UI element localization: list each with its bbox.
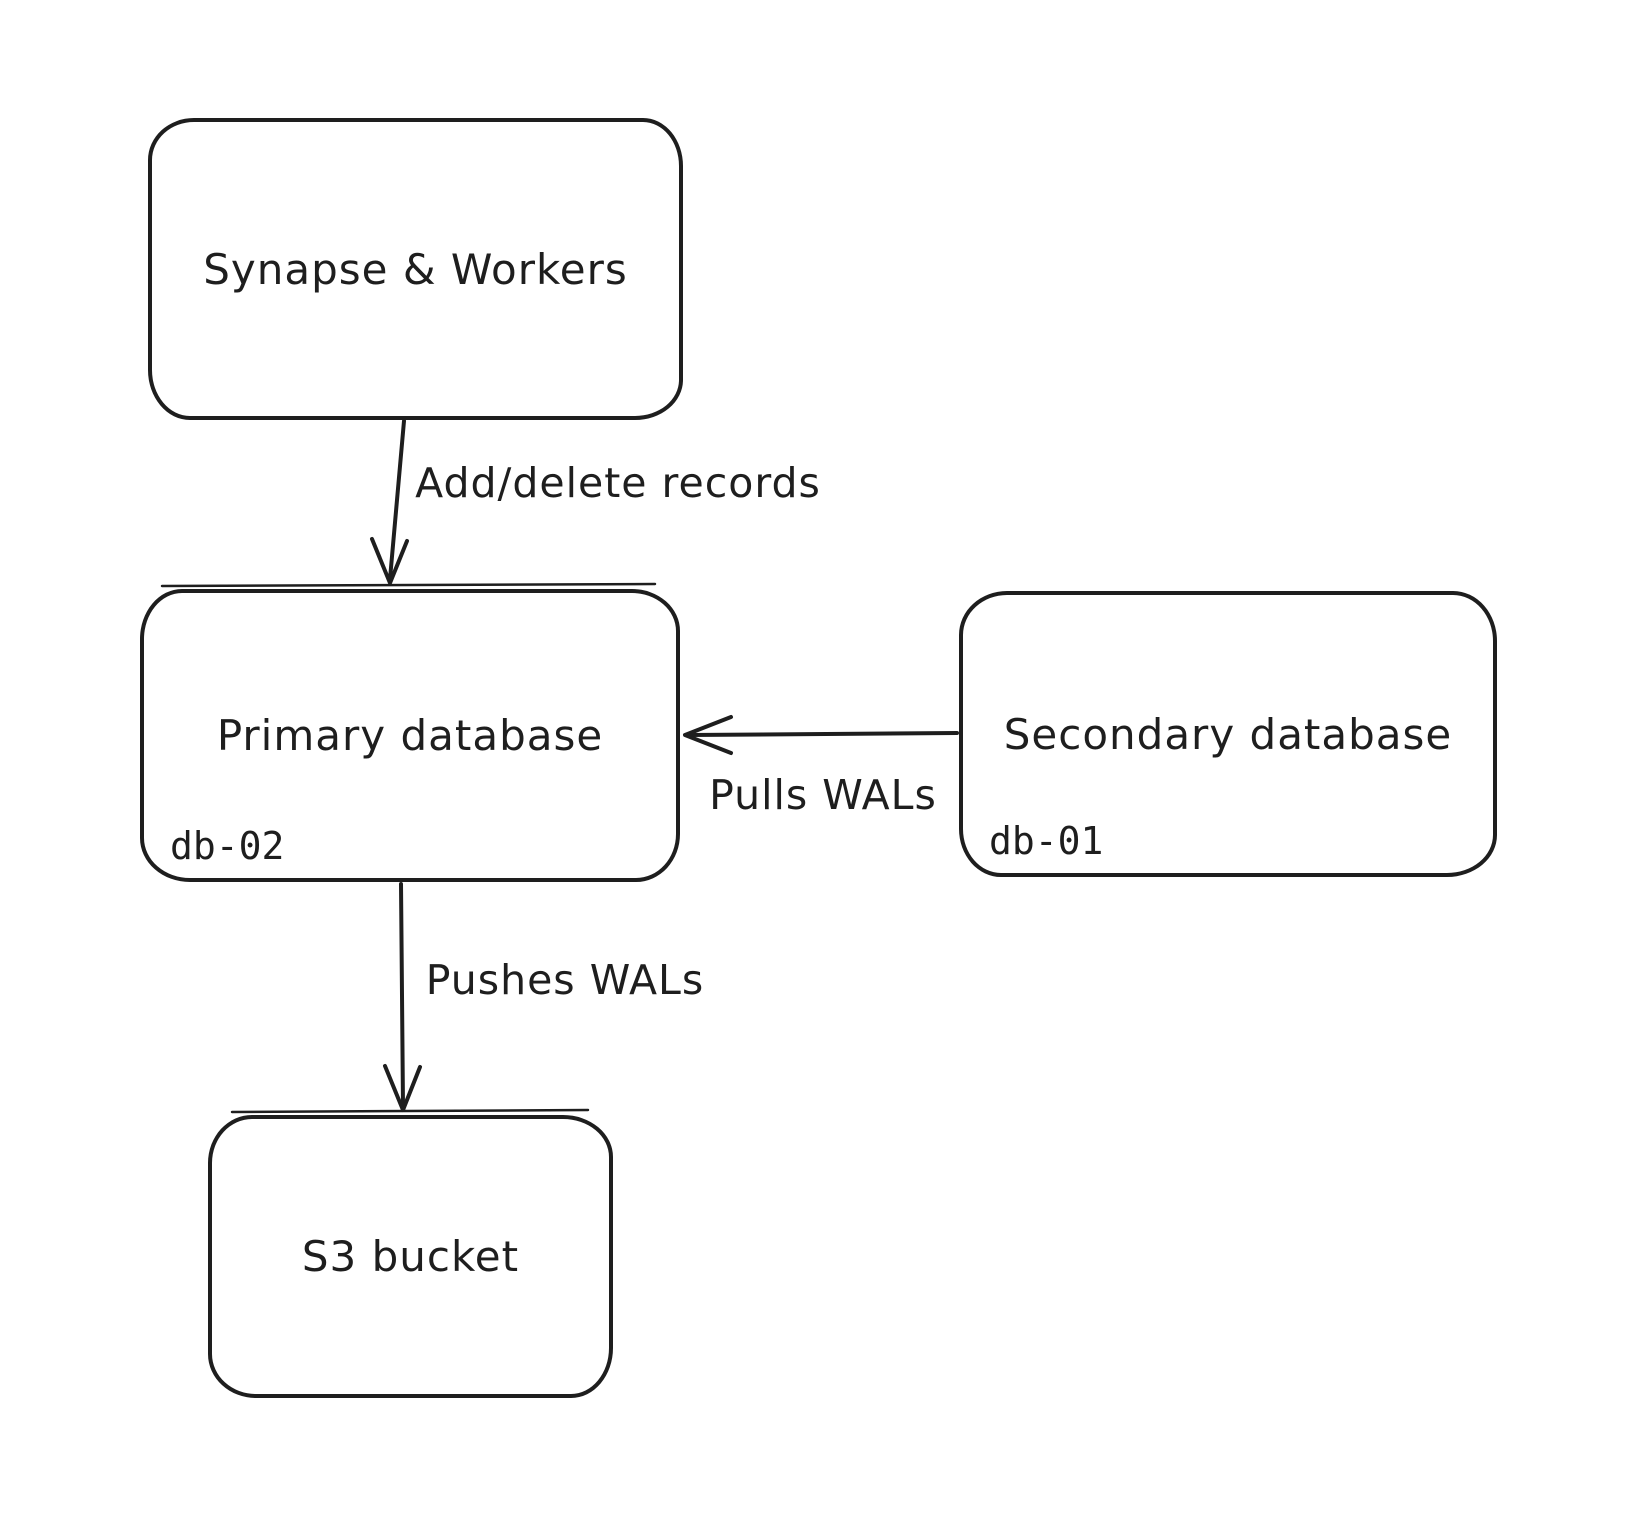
arrow-shaft: [388, 419, 406, 581]
edge-label-add-delete-records: Add/delete records: [415, 459, 821, 507]
node-secondary-database: Secondary database db-01: [959, 591, 1497, 877]
sketch-overdraw-line: [230, 1108, 590, 1114]
edge-label-pulls-wals: Pulls WALs: [709, 771, 937, 819]
sketch-overdraw-line: [160, 582, 657, 588]
node-sublabel-hostname: db-02: [170, 824, 285, 868]
arrow-head-down-icon: [370, 537, 409, 585]
arrow-shaft: [399, 882, 405, 1108]
edge-label-pushes-wals: Pushes WALs: [425, 956, 705, 1004]
node-label: S3 bucket: [301, 1232, 520, 1281]
node-s3-bucket: S3 bucket: [208, 1115, 613, 1398]
node-label: Secondary database: [1003, 709, 1453, 759]
arrow-head-left-icon: [683, 715, 733, 755]
arrow-pushes-wals: [383, 882, 422, 1112]
arrow-shaft: [687, 731, 959, 737]
arrow-head-down-icon: [383, 1064, 422, 1112]
node-sublabel-hostname: db-01: [989, 819, 1104, 863]
node-primary-database: Primary database db-02: [140, 589, 680, 882]
arrow-add-delete-records: [370, 419, 409, 585]
node-label: Primary database: [216, 711, 604, 760]
arrow-pulls-wals: [683, 715, 959, 755]
node-synapse-workers: Synapse & Workers: [148, 118, 683, 420]
node-label: Synapse & Workers: [203, 244, 628, 294]
